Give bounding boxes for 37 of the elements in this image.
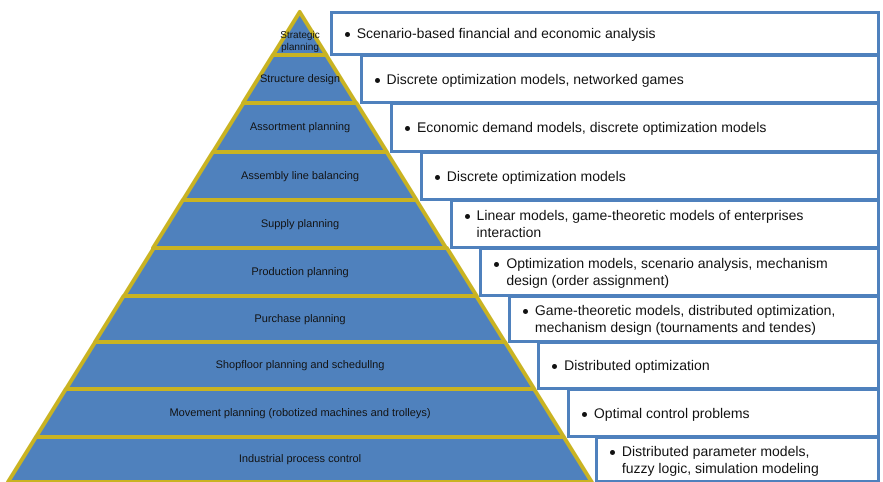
description-text: Distributed parameter models, fuzzy logic, simulation modeling xyxy=(622,442,820,476)
description-text: Discrete optimization models, networked games xyxy=(386,70,685,88)
description-text: Distributed optimization xyxy=(564,357,711,374)
description-box xyxy=(330,11,880,56)
pyramid-level xyxy=(213,103,387,152)
pyramid-level xyxy=(124,248,476,296)
description-box xyxy=(479,247,880,297)
description-box xyxy=(537,341,880,390)
description-box xyxy=(420,151,880,201)
description-text: Linear models, game-theoretic models of enterprises interaction xyxy=(476,207,804,241)
level-label: Shopfloor planning and schedullng xyxy=(216,359,384,372)
level-label: Assembly line balancing xyxy=(240,170,359,182)
level-label: Structure design xyxy=(260,72,340,86)
description-box xyxy=(508,295,880,343)
description-box xyxy=(450,199,880,249)
pyramid-level xyxy=(66,342,534,389)
description-box xyxy=(360,54,880,104)
description-text: Economic demand models, discrete optimization models xyxy=(416,119,768,136)
pyramid-level xyxy=(95,296,505,342)
pyramid-level xyxy=(183,152,417,200)
description-text: Scenario-based financial and economic analysis xyxy=(356,25,657,42)
level-label: Supply planning xyxy=(260,218,340,230)
description-text: Optimization models, scenario analysis, mechanism design (order assignment) xyxy=(506,255,829,289)
level-label: Production planning xyxy=(251,266,349,278)
description-text: Discrete optimization models xyxy=(446,168,627,184)
level-label: Purchase planning xyxy=(254,312,346,326)
description-box xyxy=(566,388,880,438)
description-text: Game-theoretic models, distributed optimization, mechanism design (tournaments and tendes) xyxy=(534,302,836,336)
description-box xyxy=(594,436,880,482)
level-label: Assortment planning xyxy=(250,121,350,134)
pyramid-level xyxy=(36,389,564,437)
pyramid-level xyxy=(153,200,447,248)
description-text: Optimal control problems xyxy=(594,404,751,422)
level-label: Industrial process control xyxy=(238,453,362,466)
level-label: Movement planning (robotized machines and trolleys) xyxy=(169,406,431,420)
description-box xyxy=(390,102,880,153)
pyramid-level xyxy=(8,437,592,482)
